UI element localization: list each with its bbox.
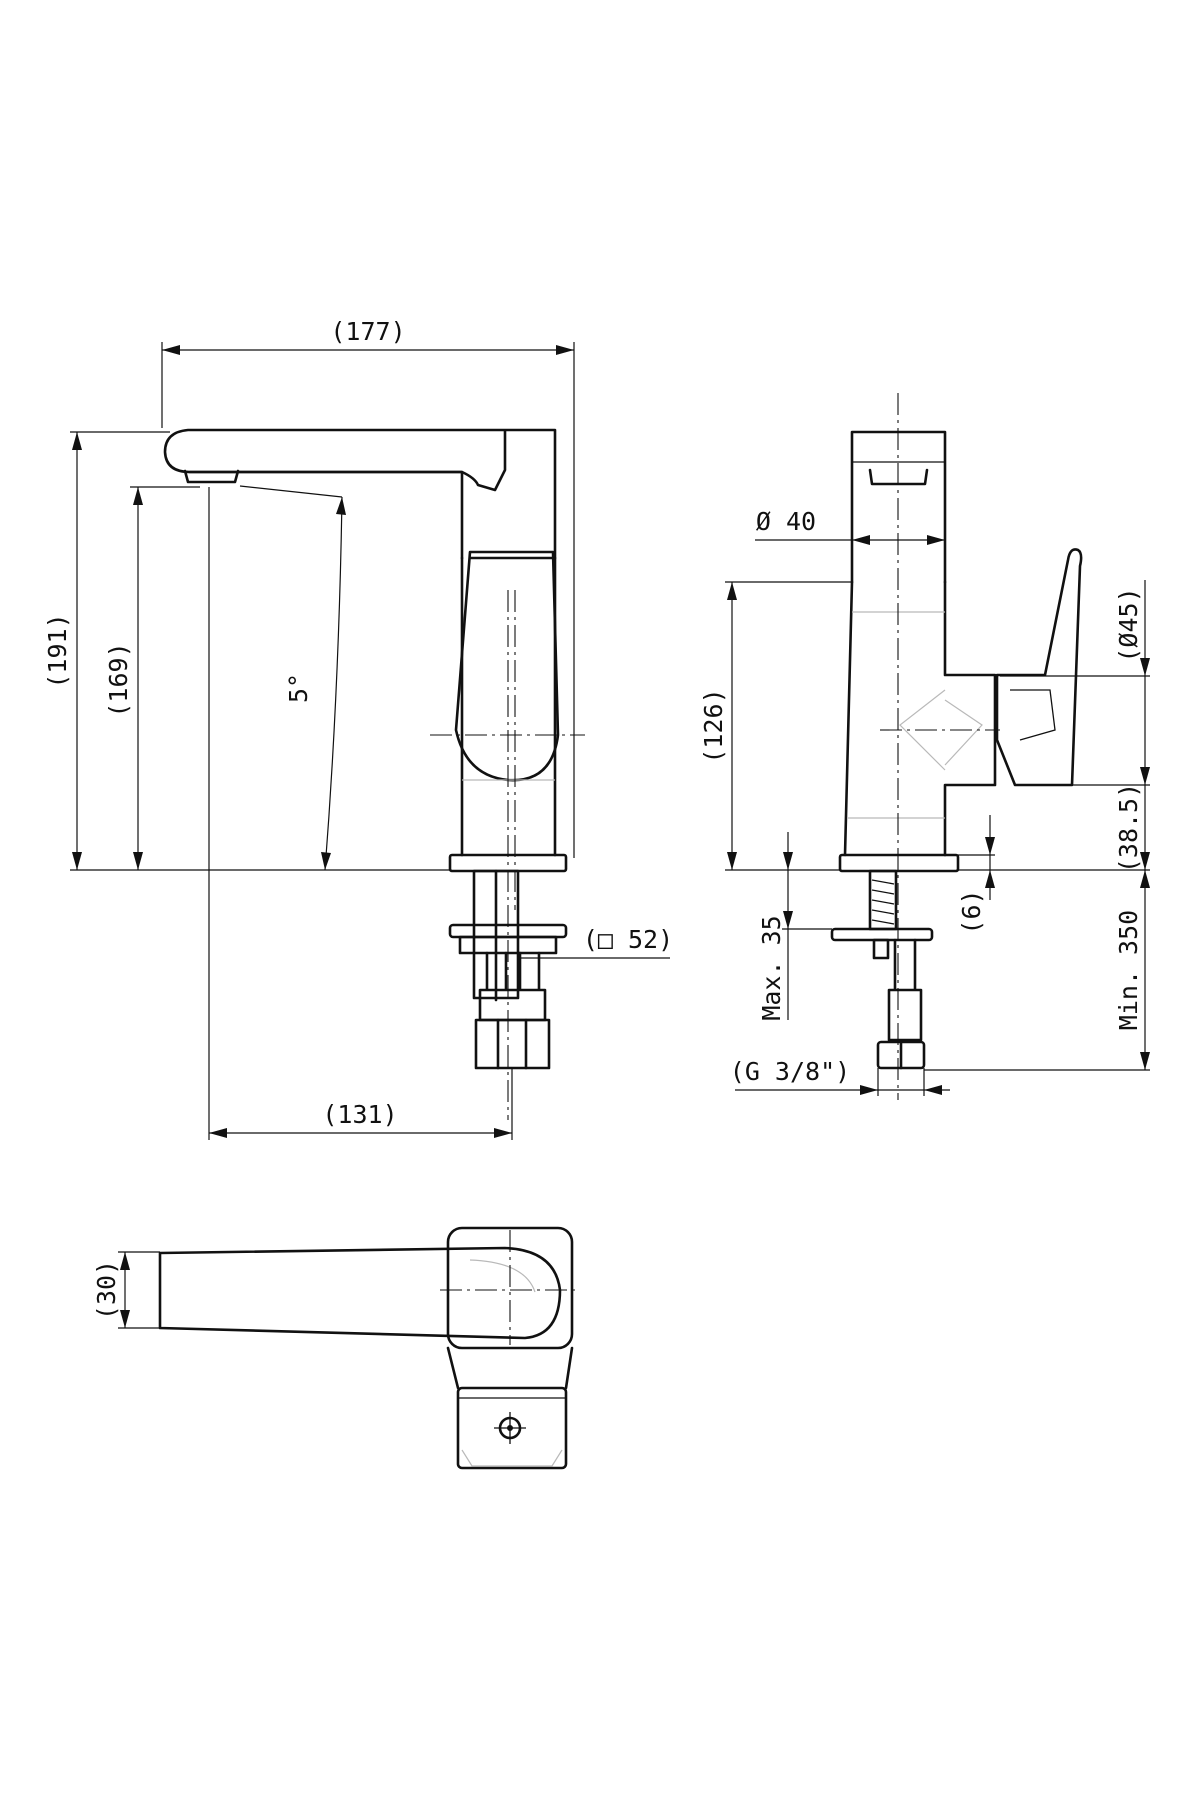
lever-top bbox=[158, 1246, 562, 1340]
hose-front bbox=[887, 938, 923, 1042]
front-view: Ø 40 (126) (Ø45) (38.5) Min. 350 (6) bbox=[699, 393, 1150, 1100]
outlet-height-label: (169) bbox=[104, 642, 133, 717]
top-view: (30) bbox=[92, 1226, 580, 1470]
swivel-angle-label: 5° bbox=[284, 673, 313, 703]
plate-thickness-label: (6) bbox=[957, 889, 986, 934]
spout-diameter-label: Ø 40 bbox=[756, 507, 816, 536]
spout-width-label: (30) bbox=[92, 1260, 121, 1320]
side-view: (177) (191) (169) 5° (131) (□ 52) bbox=[43, 317, 673, 1140]
lever-handle bbox=[454, 550, 560, 782]
base-square-top bbox=[446, 1226, 574, 1350]
base-square-label: (□ 52) bbox=[583, 925, 673, 954]
lever-front bbox=[995, 548, 1083, 787]
lever-height-label: (38.5) bbox=[1114, 783, 1143, 873]
projection-label: (131) bbox=[322, 1100, 397, 1129]
base-plate-front bbox=[838, 853, 960, 873]
fixing-washer-front bbox=[830, 927, 934, 942]
spout-underside bbox=[188, 470, 464, 560]
connection-hoses bbox=[478, 951, 547, 1022]
spout-top bbox=[456, 1386, 568, 1470]
overall-length-label: (177) bbox=[330, 317, 405, 346]
max-counter-thickness-label: Max. 35 bbox=[757, 915, 786, 1020]
spout-outline bbox=[163, 428, 557, 560]
connection-thread-label: (G 3/8") bbox=[730, 1057, 850, 1086]
body-height-label: (126) bbox=[699, 688, 728, 763]
body-diameter-label: (Ø45) bbox=[1114, 587, 1143, 662]
overall-height-label: (191) bbox=[43, 613, 72, 688]
min-hose-length-label: Min. 350 bbox=[1114, 910, 1143, 1030]
body-outline bbox=[460, 556, 557, 857]
